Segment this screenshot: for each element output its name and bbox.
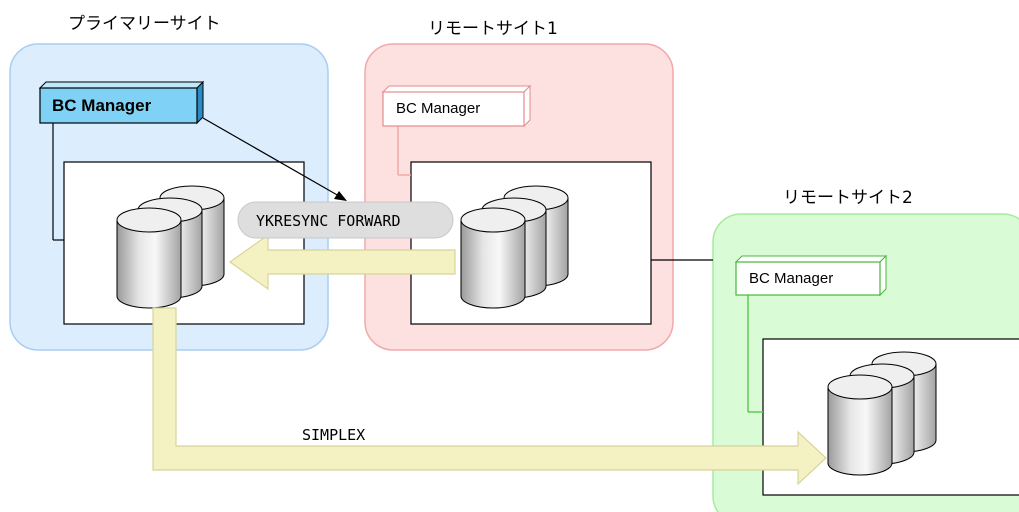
command-arrowhead: [334, 191, 347, 201]
simplex-label: SIMPLEX: [302, 426, 365, 444]
remote-1-bc-manager: BC Manager: [381, 84, 532, 128]
resync-arrow: [228, 233, 456, 291]
primary-bc-manager: BC Manager: [38, 80, 205, 125]
primary-manager-label: BC Manager: [52, 96, 152, 115]
remote-2-manager-label: BC Manager: [749, 270, 833, 287]
remote-site-1-title: リモートサイト1: [428, 19, 558, 39]
simplex-arrow: [152, 307, 827, 486]
resync-label-pill: [237, 201, 454, 239]
remote-site-2-title: リモートサイト2: [783, 188, 913, 208]
remote-2-bc-manager: BC Manager: [734, 254, 888, 297]
resync-label: YKRESYNC FORWARD: [256, 212, 401, 230]
command-line: [202, 117, 340, 197]
remote-1-manager-label: BC Manager: [396, 100, 480, 117]
primary-site-title: プライマリーサイト: [68, 14, 221, 34]
